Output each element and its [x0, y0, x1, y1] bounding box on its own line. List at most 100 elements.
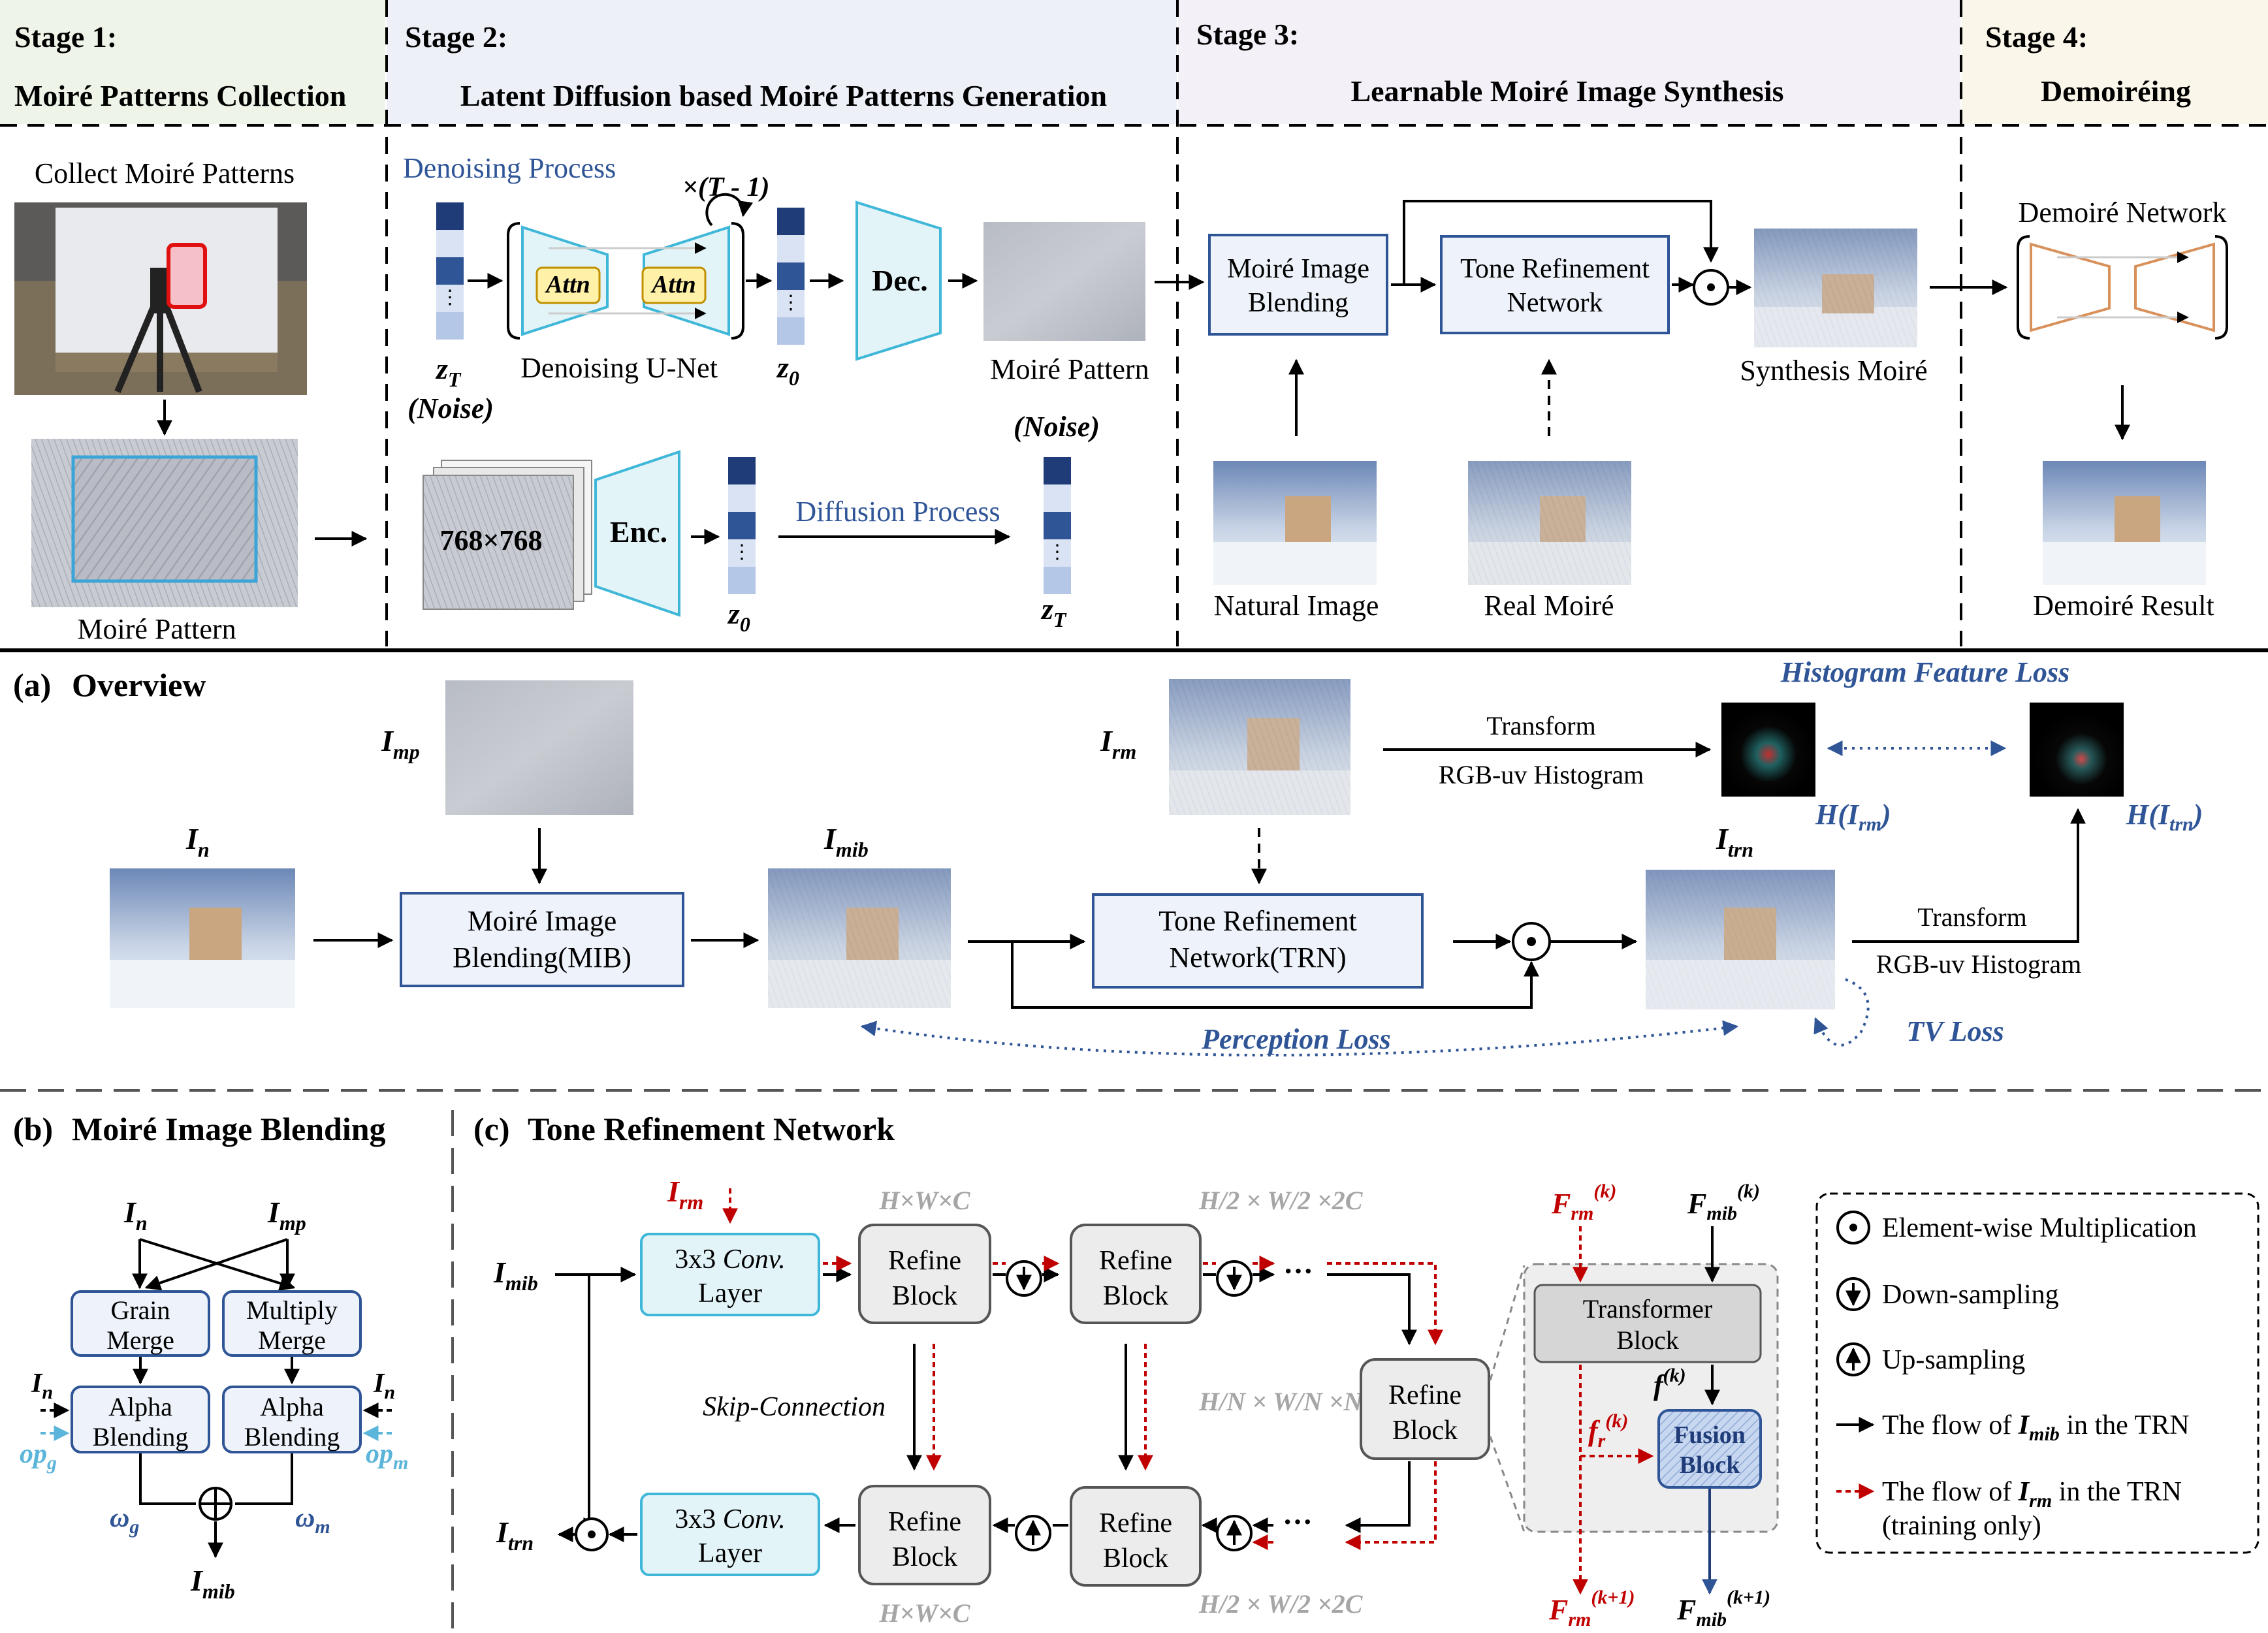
- alpha2-line1: Alpha: [260, 1392, 324, 1421]
- mib-out-sub: mib: [202, 1579, 235, 1603]
- zT-tokens: ⋮: [436, 202, 464, 340]
- diffusion-process-label: Diffusion Process: [795, 496, 1000, 528]
- stage1-title: Moiré Patterns Collection: [14, 79, 346, 112]
- F-mib-k-main: F: [1687, 1188, 1706, 1220]
- z0-label: z0: [776, 351, 799, 390]
- legend-flow-mib-post: in the TRN: [2060, 1410, 2190, 1440]
- label-I-rm: Irm: [1100, 724, 1136, 763]
- stage4-header-bg: [1962, 0, 2268, 124]
- rgb-hist-label-2: RGB-uv Histogram: [1876, 949, 2081, 979]
- stage4-label: Stage 4:: [1985, 20, 2088, 54]
- mib-panel-heading: Moiré Image Blending: [72, 1111, 386, 1147]
- trn-I-trn-sub: trn: [508, 1531, 534, 1555]
- label-I-n: In: [185, 822, 210, 861]
- H-rm-sub: rm: [1859, 814, 1881, 835]
- mib-In-right-sub: n: [384, 1382, 395, 1403]
- mib-Imp-top-main: I: [267, 1196, 281, 1229]
- stage4-title: Demoiréing: [2041, 74, 2191, 108]
- stage2-header-bg: [387, 0, 1177, 124]
- H-rm-label: H(Irm): [1815, 799, 1891, 835]
- legend-flow-rm-pre: The flow of: [1882, 1477, 2019, 1507]
- legend-flow-rm-sub: rm: [2029, 1490, 2052, 1512]
- mib-panel-tag: (b): [13, 1111, 53, 1147]
- mib-In-top: In: [123, 1196, 148, 1235]
- mib-In-right-main: I: [373, 1369, 385, 1399]
- noise-label-1: (Noise): [407, 392, 494, 424]
- f-r-main: f: [1588, 1415, 1601, 1447]
- f-k-main: f: [1653, 1369, 1666, 1401]
- transformer-block: [1533, 1284, 1762, 1363]
- trn-I-trn-main: I: [496, 1515, 509, 1549]
- size-label: 768×768: [439, 524, 542, 556]
- trn-I-trn: Itrn: [496, 1515, 534, 1555]
- H-trn-label: H(Itrn): [2126, 799, 2203, 835]
- hist-loss-label: Histogram Feature Loss: [1780, 656, 2070, 688]
- conv-bottom-label: 3x3 Conv.Layer: [675, 1504, 786, 1568]
- svg-text:⋮: ⋮: [732, 541, 752, 563]
- f-k-label: f(k): [1653, 1365, 1686, 1401]
- F-rm-k1-sup: (k+1): [1591, 1587, 1635, 1608]
- grain-line2: Merge: [106, 1325, 174, 1355]
- skip-label: Skip-Connection: [703, 1392, 886, 1422]
- multiply-merge-box: [222, 1290, 362, 1357]
- times-label: ×(T - 1): [682, 172, 770, 202]
- I-n-main: I: [185, 822, 199, 855]
- collect-label: Collect Moiré Patterns: [35, 157, 295, 189]
- legend-flow-rm-post: in the TRN: [2052, 1477, 2182, 1507]
- F-rm-k1-label: Frm(k+1): [1548, 1587, 1635, 1630]
- legend-up: Up-sampling: [1882, 1345, 2025, 1375]
- synthesis-label: Synthesis Moiré: [1740, 355, 1927, 387]
- z0-tokens-enc: ⋮: [728, 457, 756, 594]
- op-g-main: op: [20, 1439, 47, 1469]
- overview-real-moire-image: [1169, 679, 1350, 815]
- half-top-val: ×2C: [1317, 1186, 1364, 1215]
- F-rm-k-sup: (k): [1593, 1181, 1616, 1202]
- F-rm-k-sub: rm: [1571, 1203, 1593, 1224]
- f-k-sup: (k): [1663, 1365, 1686, 1386]
- overview-mib-image: [768, 868, 951, 1008]
- label-I-mib: Imib: [823, 822, 869, 861]
- op-m-label: opm: [366, 1439, 408, 1474]
- alpha-blend-box-2: [222, 1386, 362, 1453]
- F-mib-k1-sup: (k+1): [1727, 1587, 1770, 1608]
- mib-ov-line2: Blending(MIB): [453, 942, 631, 974]
- multiply-line2: Merge: [258, 1325, 326, 1355]
- conv-top-label: 3x3 Conv.Layer: [675, 1245, 786, 1308]
- noise-label-2: (Noise): [1014, 411, 1100, 443]
- ellipsis-bottom: ···: [1283, 1505, 1313, 1538]
- moire-pattern-label: Moiré Pattern: [77, 613, 236, 645]
- hwc-bottom: H×W×C: [879, 1598, 971, 1628]
- legend-flow-mib-pre: The flow of: [1882, 1410, 2019, 1440]
- demoire-decoder: [2134, 242, 2215, 332]
- f-r-sup: (k): [1605, 1410, 1628, 1432]
- stage2-title: Latent Diffusion based Moiré Patterns Ge…: [460, 79, 1107, 112]
- trn-I-rm-sub: rm: [679, 1190, 703, 1214]
- stage3-label: Stage 3:: [1196, 18, 1299, 51]
- F-mib-k1-label: Fmib(k+1): [1676, 1587, 1770, 1630]
- half-bottom: H/2 × W/2 ×2C: [1198, 1589, 1364, 1619]
- stage-headers: Stage 1: Moiré Patterns Collection Stage…: [0, 0, 2268, 127]
- zT-label: zT: [435, 352, 462, 391]
- z0-enc-sub: 0: [740, 612, 750, 636]
- mib-box-s3: [1208, 234, 1388, 336]
- op-g-sub: g: [46, 1452, 57, 1474]
- generated-pattern-image: [983, 222, 1145, 341]
- real-moire-image: [1468, 461, 1631, 585]
- enc-label: Enc.: [610, 515, 667, 548]
- z0-enc-main: z: [727, 597, 740, 630]
- mib-out-main: I: [190, 1564, 204, 1597]
- overview-moire-pattern: [445, 680, 633, 815]
- demoire-encoder: [2030, 242, 2111, 332]
- F-rm-k-main: F: [1551, 1188, 1571, 1220]
- demoire-network-label: Demoiré Network: [2019, 197, 2227, 229]
- H-trn-I: I: [2158, 799, 2171, 831]
